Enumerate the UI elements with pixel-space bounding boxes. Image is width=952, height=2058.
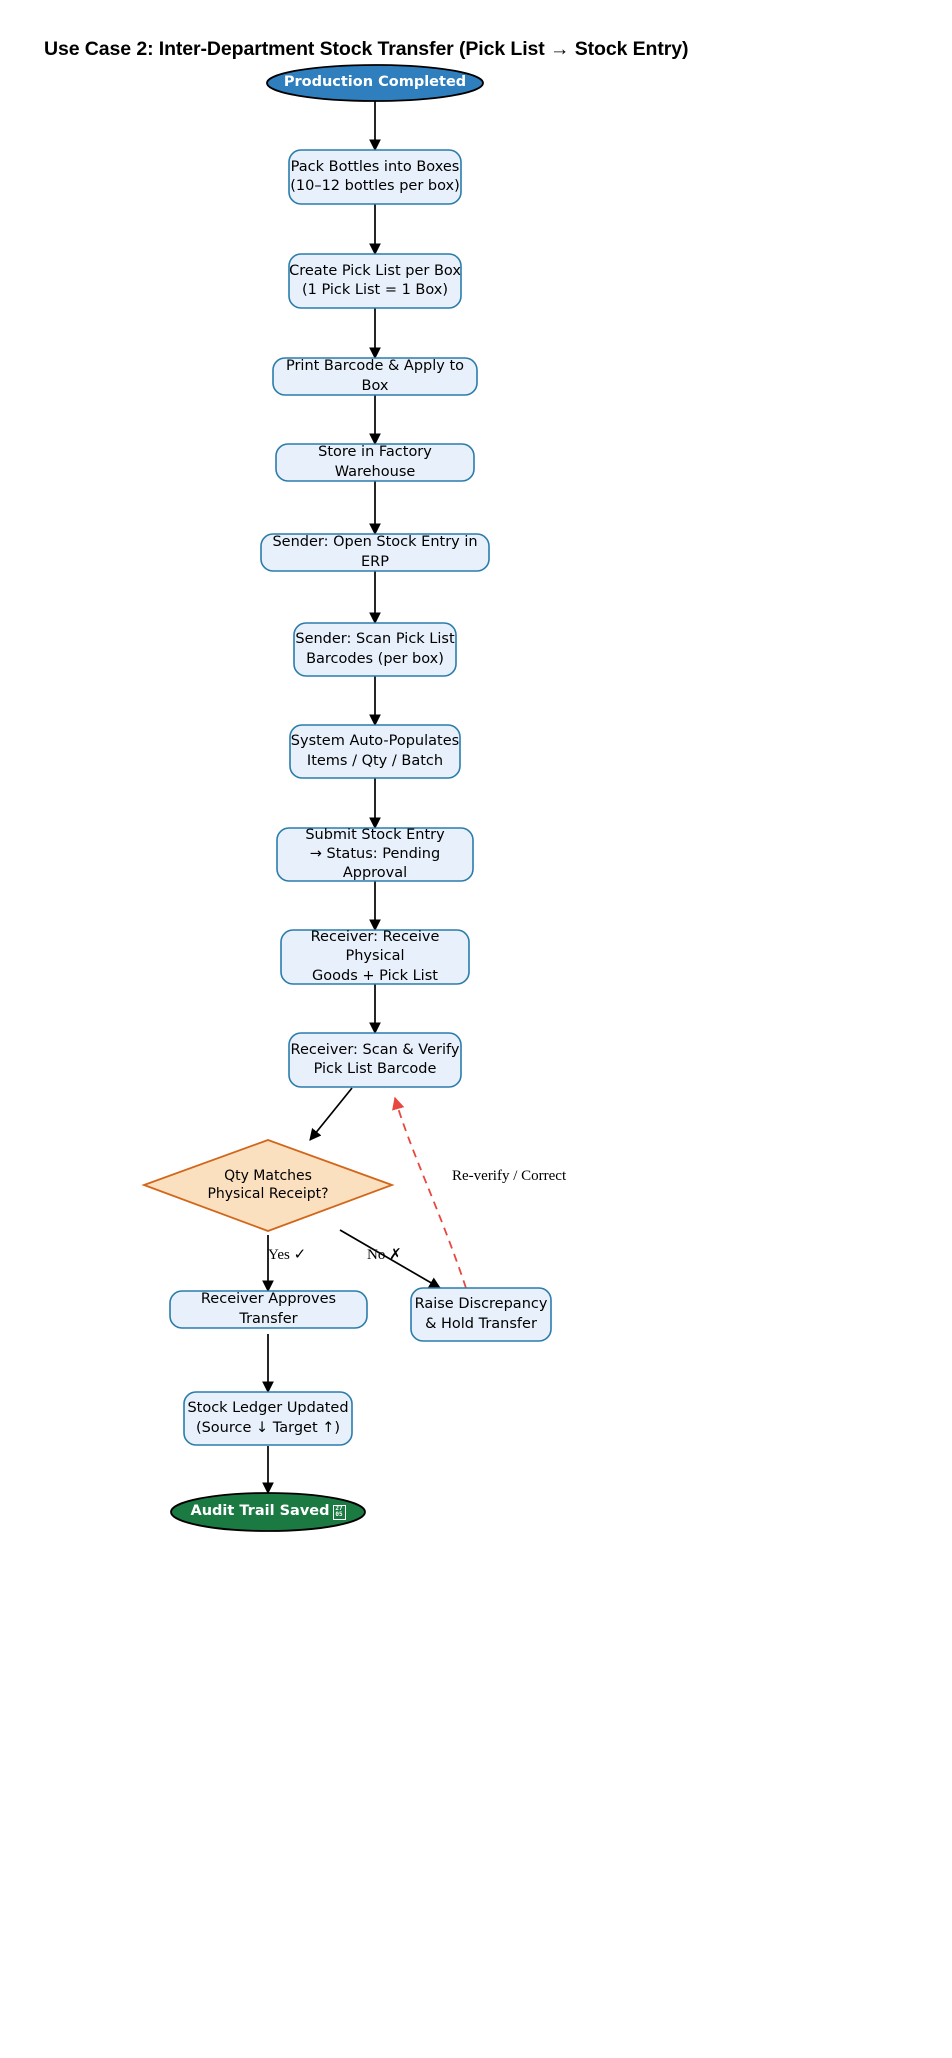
edge-verify-to-decision [309,1087,353,1141]
node-receive[interactable] [280,929,470,985]
page-title: Use Case 2: Inter-Department Stock Trans… [44,38,689,60]
node-autopop[interactable] [289,724,461,779]
edge-label-yes: Yes ✓ [268,1247,307,1263]
node-openentry[interactable] [260,533,490,572]
node-submit[interactable] [276,827,474,882]
node-discrepancy[interactable] [410,1287,552,1342]
node-barcode[interactable] [272,357,478,396]
edge-discrepancy-to-verify [392,1096,467,1289]
node-start[interactable] [266,64,484,102]
node-audit[interactable] [170,1492,366,1532]
node-approve[interactable] [169,1290,368,1329]
node-pack[interactable] [288,149,462,205]
node-decision[interactable] [141,1139,395,1232]
node-store[interactable] [275,443,475,482]
node-verify[interactable] [288,1032,462,1088]
node-ledger[interactable] [183,1391,353,1446]
node-scan[interactable] [293,622,457,677]
edge-decision-no-discrepancy [339,1229,442,1289]
edge-label-no: No ✗ [367,1247,402,1263]
edge-label-reverify: Re-verify / Correct [452,1168,567,1184]
node-picklist[interactable] [288,253,462,309]
